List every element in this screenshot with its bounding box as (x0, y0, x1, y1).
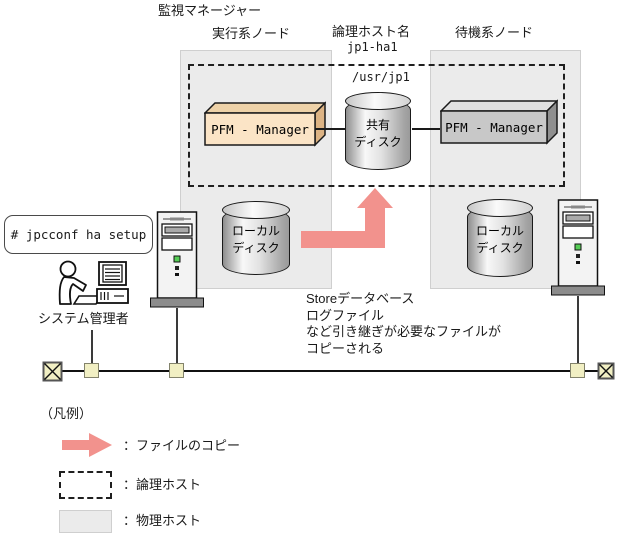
pfm-manager-box-standby: PFM - Manager (440, 99, 558, 145)
file-copy-arrow (301, 188, 393, 248)
local-disk-active-body (222, 208, 290, 275)
local-disk-standby-top (467, 199, 533, 217)
copy-note-line1: Storeデータベース (306, 291, 415, 306)
legend-logical-host-swatch (59, 471, 112, 499)
legend-file-copy-label: ：ファイルのコピー (123, 438, 241, 453)
command-text: # jpcconf ha setup (10, 227, 147, 242)
network-bus-line (62, 370, 598, 372)
admin-network-drop-line (91, 330, 93, 364)
pfm-manager-label-active: PFM - Manager (211, 121, 309, 137)
standby-node-label: 待機系ノード (455, 25, 534, 40)
active-server-network-drop-line (176, 308, 178, 364)
legend-title: （凡例） (40, 406, 93, 421)
logical-host-name-label: 論理ホスト名 (332, 24, 411, 39)
pfm-manager-3d-shape-standby (440, 99, 558, 145)
diagram-title: 監視マネージャー (158, 3, 262, 18)
standby-server-tower-icon (551, 199, 605, 296)
legend-logical-host-label: ：論理ホスト (123, 477, 202, 492)
pfm-manager-label-standby: PFM - Manager (445, 119, 543, 135)
network-terminator-right-icon (597, 362, 615, 380)
local-disk-standby: ローカル ディスク (467, 199, 533, 277)
logical-host-name-value: jp1-ha1 (347, 40, 398, 54)
logical-host-dashed-box (188, 64, 565, 187)
local-disk-active-label-line1: ローカル (231, 224, 280, 238)
pfm-manager-box-active: PFM - Manager (204, 101, 326, 147)
local-disk-active-top (222, 201, 290, 219)
legend-file-copy-arrow-icon (62, 433, 112, 457)
shared-disk-body (345, 99, 411, 170)
local-disk-active: ローカル ディスク (222, 201, 290, 275)
command-box: # jpcconf ha setup (4, 215, 153, 254)
shared-disk-label-line1: 共有 (365, 118, 390, 132)
legend-physical-host-swatch (59, 510, 112, 533)
copy-note-line4: コピーされる (306, 340, 385, 356)
shared-disk-to-standby-line (412, 128, 440, 130)
mount-path-label: /usr/jp1 (352, 70, 410, 84)
legend-physical-host-label: ：物理ホスト (123, 513, 202, 528)
system-administrator-label: システム管理者 (38, 311, 129, 326)
local-disk-standby-label-line1: ローカル (475, 224, 524, 238)
pfm-manager-3d-shape-active (204, 101, 326, 147)
system-administrator-icon (58, 260, 129, 305)
network-tap-admin (84, 363, 99, 378)
network-tap-standby-server (570, 363, 585, 378)
active-to-shared-disk-line (315, 128, 345, 130)
network-tap-active-server (169, 363, 184, 378)
copy-note-line2: ログファイル (306, 307, 385, 323)
shared-disk-top (345, 92, 411, 110)
shared-disk-label-line2: ディスク (354, 135, 402, 149)
copy-note: Storeデータベース ログファイル など引き継ぎが必要なファイルが コピーされ… (306, 291, 501, 357)
shared-disk: 共有 ディスク (345, 92, 411, 170)
local-disk-standby-label-line2: ディスク (476, 241, 524, 255)
network-terminator-left-icon (42, 361, 63, 382)
copy-note-line3: など引き継ぎが必要なファイルが (306, 324, 502, 339)
active-server-tower-icon (150, 211, 204, 308)
active-node-label: 実行系ノード (212, 26, 291, 41)
local-disk-active-label-line2: ディスク (232, 241, 280, 255)
standby-server-network-drop-line (577, 296, 579, 364)
